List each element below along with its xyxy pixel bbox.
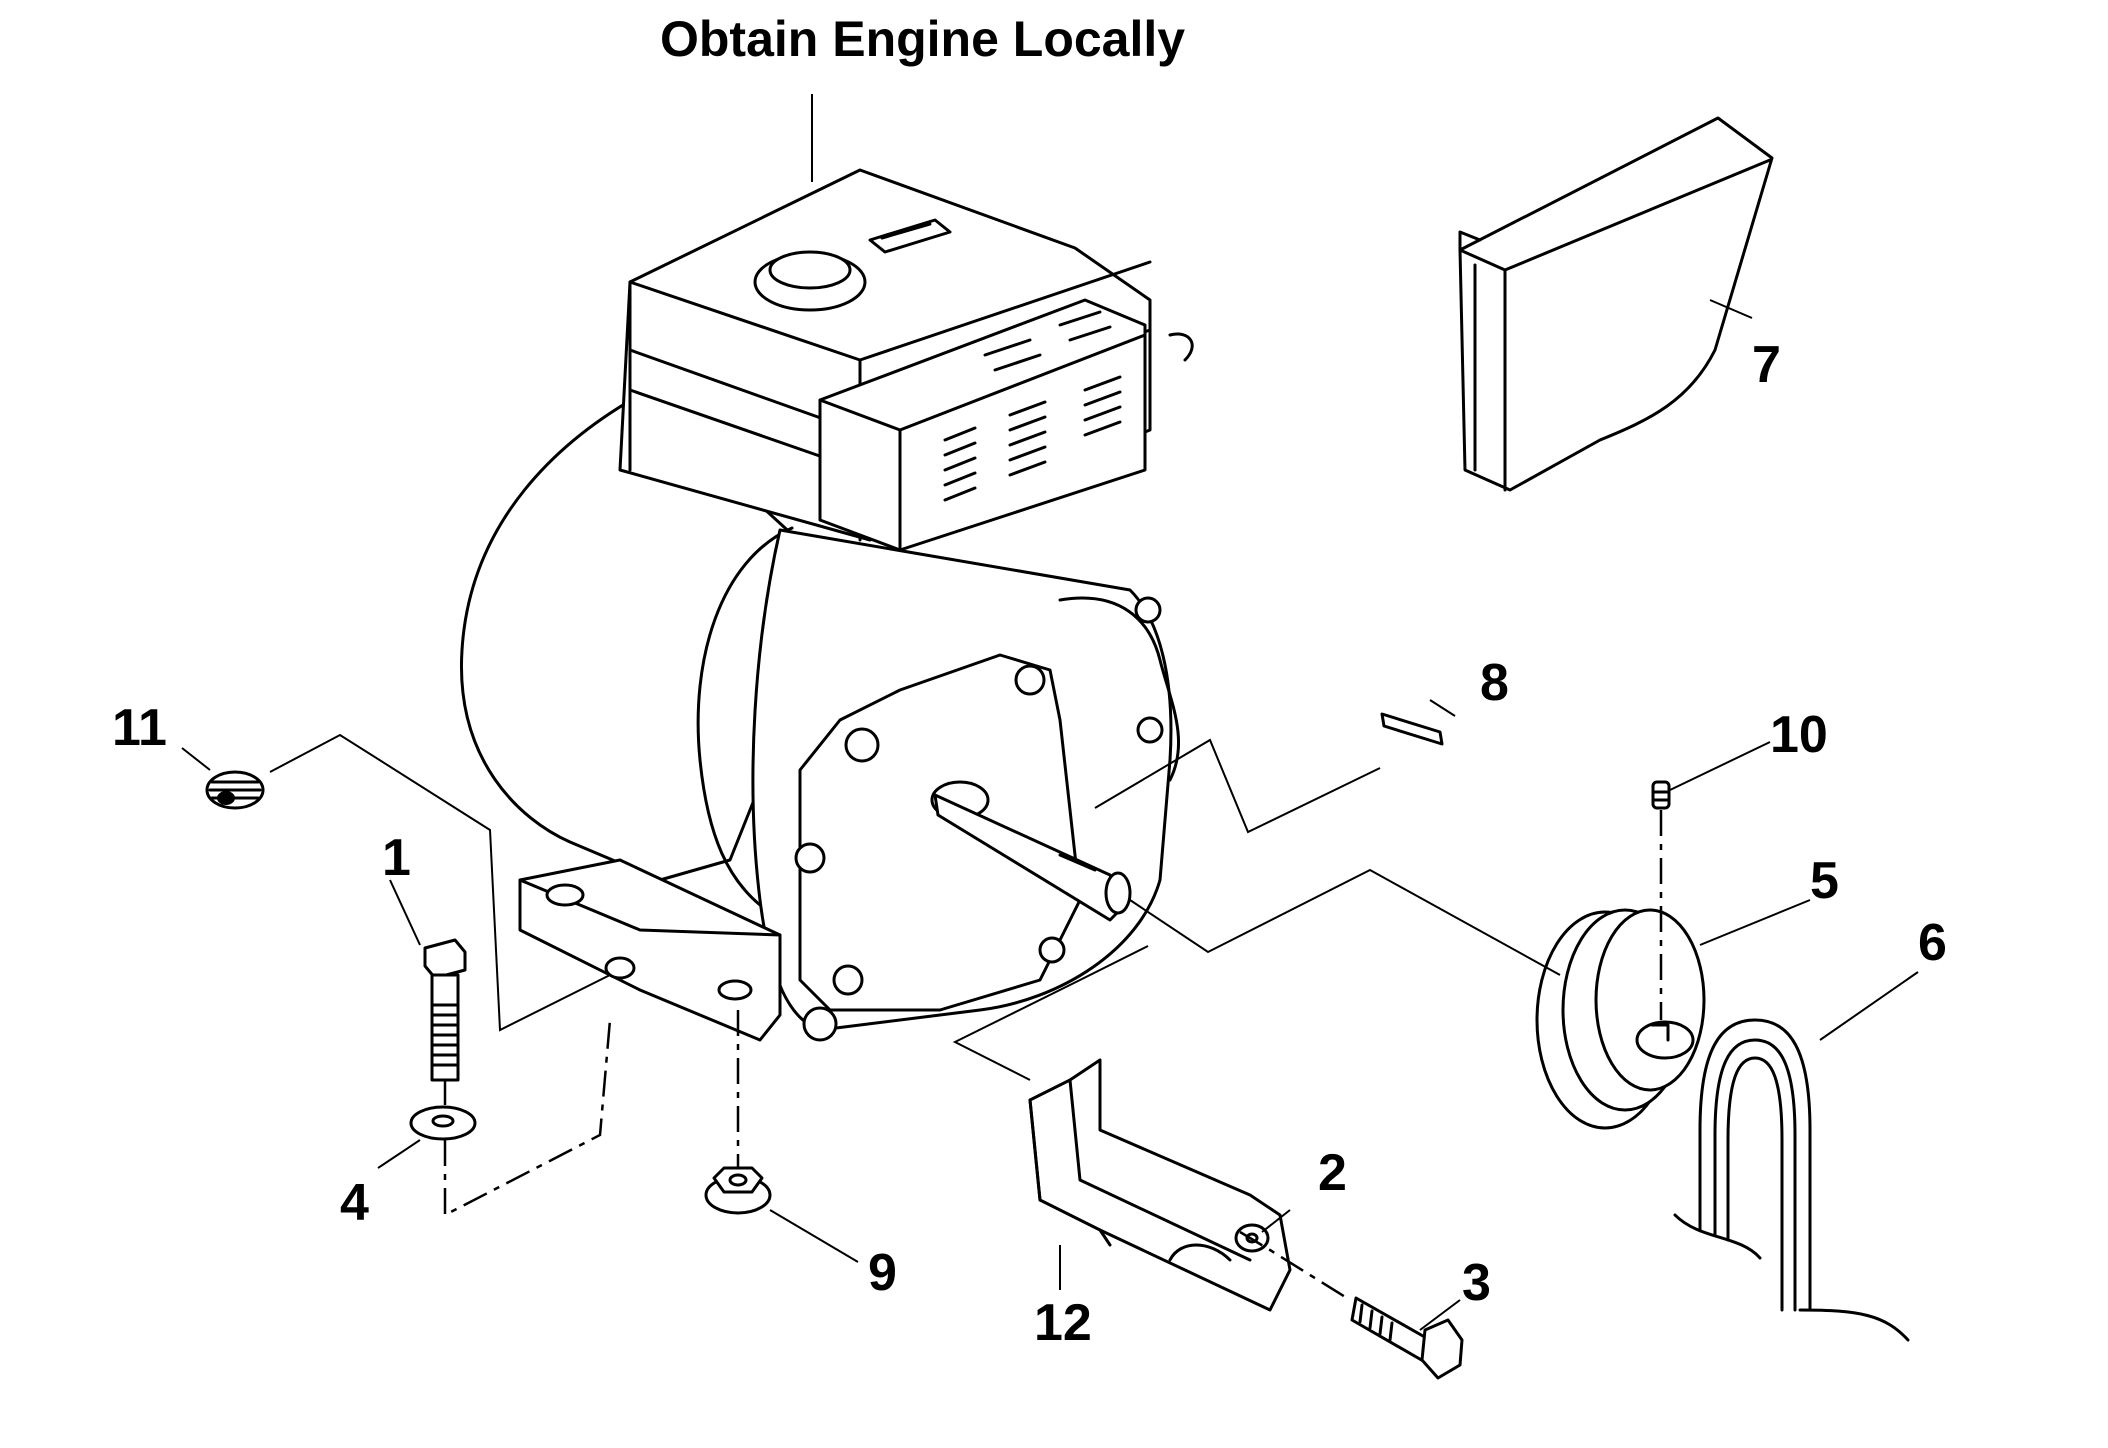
callout-1: 1 xyxy=(382,829,411,887)
callout-11: 11 xyxy=(112,699,167,757)
callout-6: 6 xyxy=(1918,914,1947,972)
callout-12: 12 xyxy=(1034,1294,1092,1352)
engine-vent-slats xyxy=(943,310,1122,502)
callout-2: 2 xyxy=(1318,1144,1347,1202)
callout-7: 7 xyxy=(1752,336,1781,394)
part-bracket xyxy=(1028,1058,1292,1312)
part-bolt xyxy=(423,938,467,1082)
part-belt xyxy=(1673,1018,1910,1342)
engine-mounting-base xyxy=(518,858,782,1042)
callout-8: 8 xyxy=(1480,654,1509,712)
part-key xyxy=(1380,712,1444,746)
engine xyxy=(460,168,1194,1042)
assembly-lines xyxy=(269,733,1663,1302)
part-set-screw-10 xyxy=(1651,780,1671,810)
callout-10: 10 xyxy=(1770,706,1828,764)
part-hex-bolt xyxy=(1350,1296,1464,1380)
part-flange-nut xyxy=(704,1166,772,1215)
engine-nameplate xyxy=(868,218,952,254)
part-belt-guard xyxy=(1458,116,1774,492)
engine-shroud-edge xyxy=(696,526,794,907)
engine-crankshaft xyxy=(930,780,1132,922)
part-flat-washer xyxy=(409,1105,477,1141)
callout-9: 9 xyxy=(868,1244,897,1302)
diagram-title: Obtain Engine Locally xyxy=(660,11,1185,67)
part-pulley xyxy=(1535,908,1706,1130)
callout-labels: 1 2 3 4 5 6 7 8 9 10 11 12 xyxy=(112,336,1947,1352)
callout-4: 4 xyxy=(340,1174,369,1232)
part-set-screw-11 xyxy=(205,770,265,810)
callout-5: 5 xyxy=(1810,852,1839,910)
callout-3: 3 xyxy=(1462,1254,1491,1312)
engine-flywheel-shroud xyxy=(460,393,822,882)
leader-lines xyxy=(181,299,1919,1331)
